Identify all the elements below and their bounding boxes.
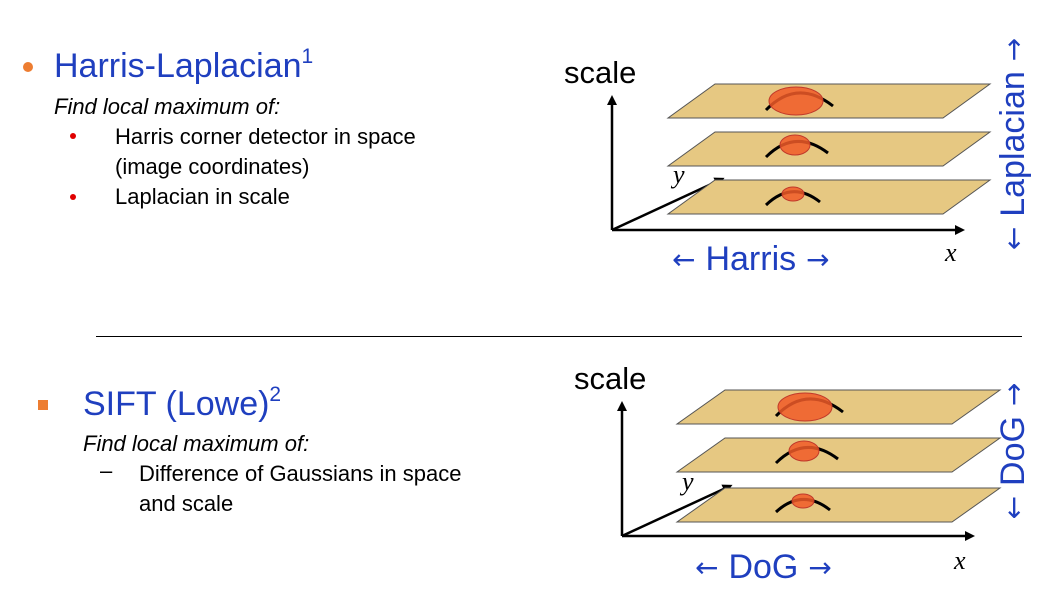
dog-vertical-label: DoG xyxy=(993,416,1032,486)
dog-horizontal-axis-label: ← DoG → xyxy=(695,548,832,587)
left-arrow-icon: ← xyxy=(695,551,719,584)
top-axes xyxy=(607,95,965,235)
top-plane-3 xyxy=(666,179,992,215)
harris-item-2: Laplacian in scale xyxy=(115,184,290,209)
top-plane-1 xyxy=(666,83,992,119)
top-x-axis-label: x xyxy=(945,238,957,267)
top-y-axis-label: y xyxy=(673,160,685,189)
harris-axis-label: ← Harris → xyxy=(672,240,830,279)
harris-subtitle: Find local maximum of: xyxy=(54,94,281,119)
sift-item-1-cont: and scale xyxy=(139,491,234,516)
left-arrow-icon: ← xyxy=(996,495,1030,520)
bottom-plane-2 xyxy=(675,437,1002,473)
orange-square-bullet-icon xyxy=(38,400,48,410)
harris-item-1: Harris corner detector in space xyxy=(115,124,416,149)
bottom-scale-label: scale xyxy=(574,361,647,396)
top-plane-2 xyxy=(666,131,992,167)
sift-item-1: Difference of Gaussians in space xyxy=(139,461,462,486)
right-arrow-icon: → xyxy=(808,551,832,584)
sift-subtitle: Find local maximum of: xyxy=(83,431,310,456)
right-arrow-icon: → xyxy=(806,243,830,276)
bottom-plane-1 xyxy=(675,389,1002,425)
section-divider xyxy=(96,336,1022,337)
bottom-x-axis-label: x xyxy=(954,546,966,575)
dash-bullet-icon: – xyxy=(100,458,113,483)
bottom-plane-3 xyxy=(675,487,1002,523)
bottom-y-axis-label: y xyxy=(682,467,694,496)
red-bullet-icon xyxy=(70,194,76,200)
red-bullet-icon xyxy=(70,133,76,139)
dog-horizontal-label: DoG xyxy=(728,548,799,586)
harris-laplacian-title: Harris-Laplacian1 xyxy=(54,45,314,85)
harris-label: Harris xyxy=(705,240,797,278)
footnote-2: 2 xyxy=(269,383,282,406)
bottom-axes xyxy=(617,401,975,541)
footnote-1: 1 xyxy=(301,45,314,68)
right-arrow-icon: → xyxy=(996,382,1030,407)
dog-vertical-axis-label: ← DoG → xyxy=(913,383,1053,520)
orange-bullet-icon xyxy=(23,62,33,72)
sift-title: SIFT (Lowe)2 xyxy=(83,383,282,423)
left-arrow-icon: ← xyxy=(672,243,696,276)
harris-item-1-cont: (image coordinates) xyxy=(115,154,310,179)
top-scale-label: scale xyxy=(564,55,637,90)
